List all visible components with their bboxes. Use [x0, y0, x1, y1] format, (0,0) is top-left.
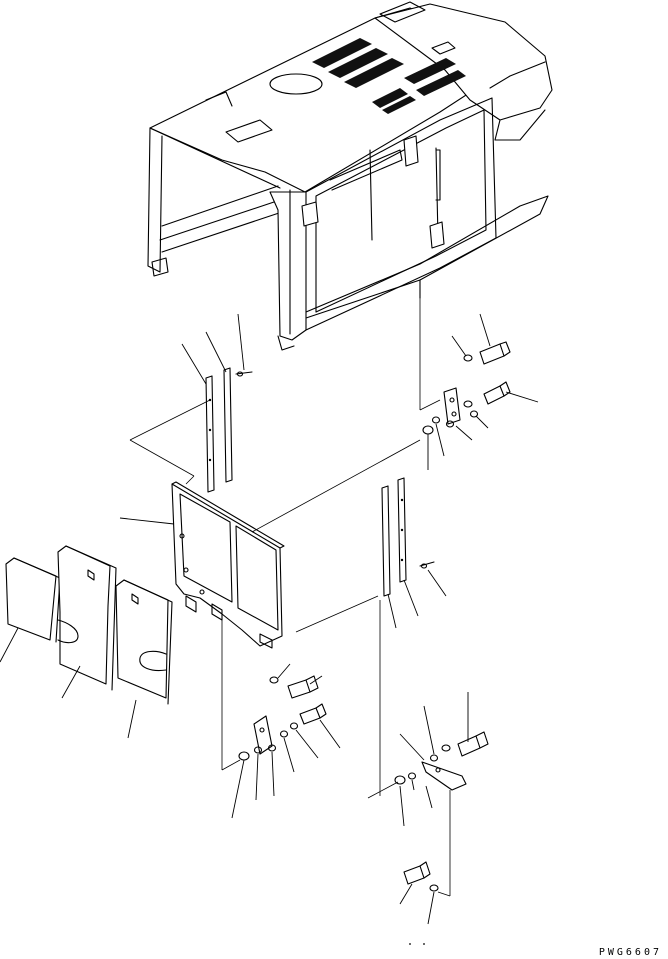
roof-grille [312, 38, 466, 114]
callout-leaders [0, 314, 538, 924]
left-hinge-assembly [206, 368, 252, 492]
upper-hardware-group [423, 342, 510, 434]
right-hinge-assembly [382, 478, 434, 596]
upper-frame-assembly [148, 2, 552, 350]
lower-right-hardware-group [395, 732, 488, 891]
assembly-lines [130, 296, 450, 896]
lower-left-hardware-group [239, 676, 326, 760]
door-panel [172, 482, 284, 648]
insulation-pads [6, 546, 172, 704]
drawing-reference-code: PWG6607 [598, 947, 662, 958]
